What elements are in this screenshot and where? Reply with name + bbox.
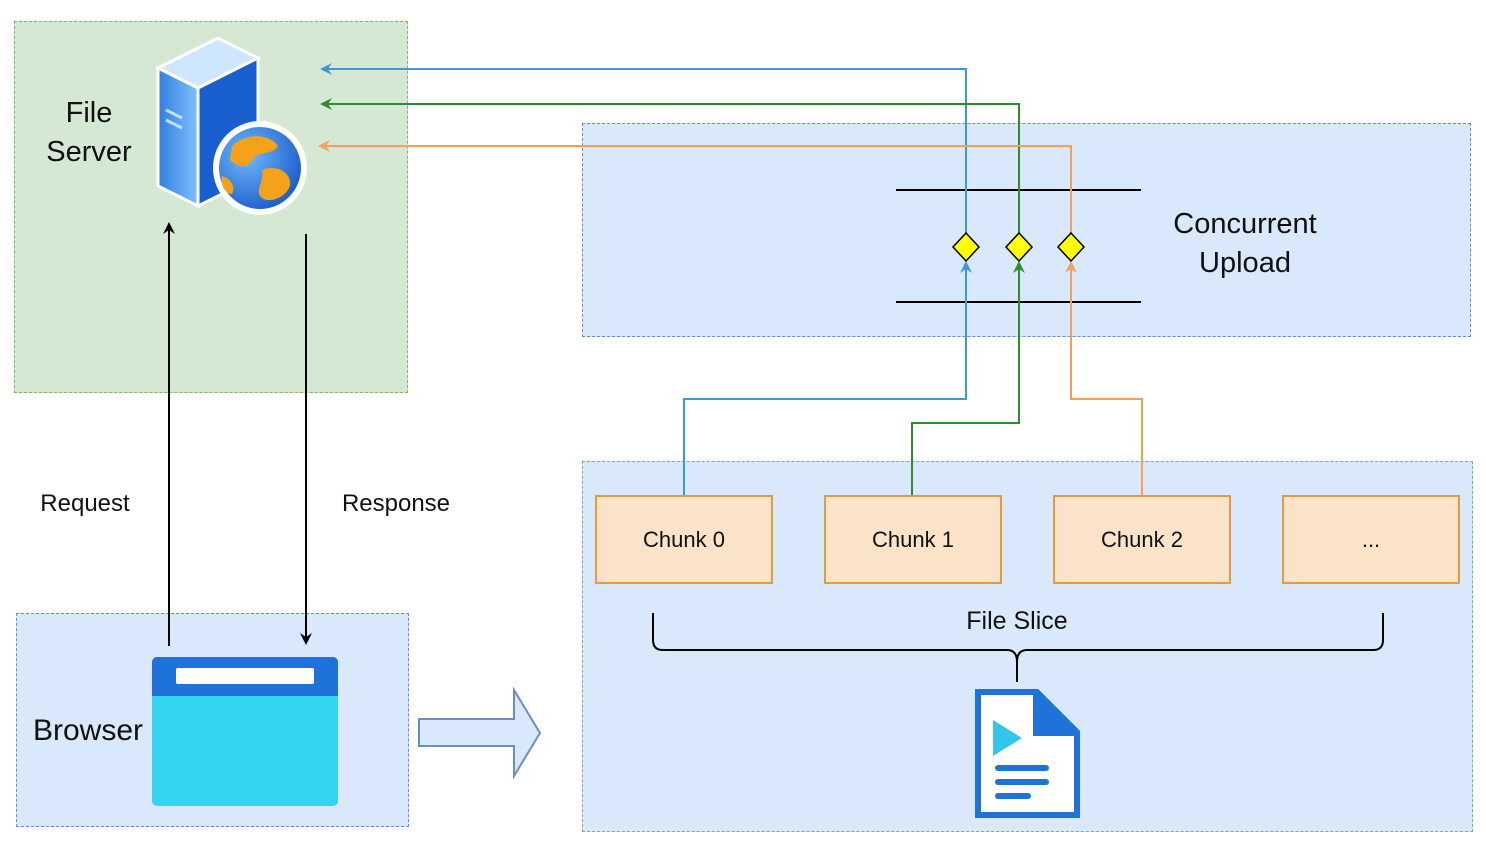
chunk-2-box: Chunk 2 — [1053, 495, 1231, 584]
file-server-label-line2: Server — [46, 136, 132, 169]
file-slice-label: File Slice — [966, 607, 1068, 635]
chunk-1-upload-line — [911, 261, 1025, 495]
gate-diamond-0 — [951, 231, 981, 263]
chunk-2-upload-line — [1065, 261, 1143, 495]
file-server-label-line1: File — [65, 97, 113, 129]
browser-label: Browser — [32, 714, 144, 747]
chunk-more-box: ... — [1282, 495, 1460, 584]
chunk-0-return-line — [320, 63, 967, 233]
concurrent-upload-region — [582, 123, 1471, 337]
gate-diamond-2 — [1056, 231, 1086, 263]
block-arrow — [418, 686, 542, 780]
concurrent-upload-label-line1: Concurrent — [1173, 208, 1317, 240]
chunk-0-upload-line — [683, 261, 972, 495]
chunk-0-box: Chunk 0 — [595, 495, 773, 584]
file-document-icon — [975, 689, 1080, 818]
concurrent-upload-label: Concurrent Upload — [1145, 205, 1345, 283]
chunk-2-return-line — [318, 140, 1072, 233]
concurrent-upload-label-line2: Upload — [1199, 247, 1291, 280]
server-icon — [154, 36, 262, 209]
file-slice-brace — [652, 613, 1384, 682]
chunk-1-return-line — [320, 98, 1020, 233]
gate-diamond-1 — [1004, 231, 1034, 263]
file-server-label: File Server — [34, 94, 144, 172]
request-label: Request — [40, 490, 130, 517]
response-label: Response — [341, 490, 451, 517]
browser-window-icon — [152, 657, 338, 806]
globe-icon — [213, 121, 307, 215]
chunk-1-box: Chunk 1 — [824, 495, 1002, 584]
